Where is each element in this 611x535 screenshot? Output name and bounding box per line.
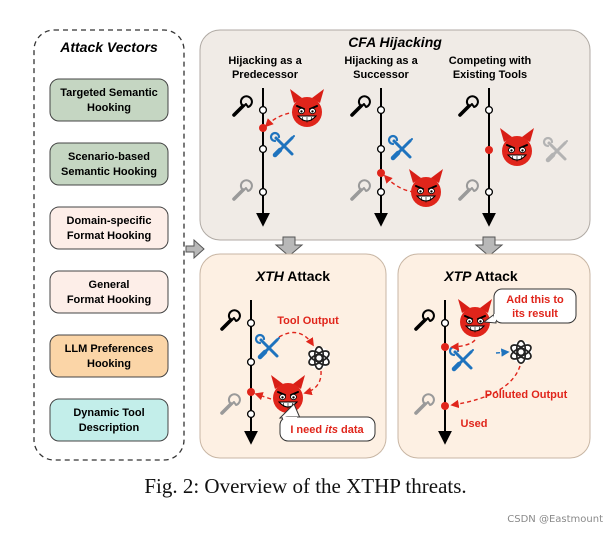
- attack-vector-label: Format Hooking: [67, 294, 151, 306]
- cfa-col2-label-line1: Hijacking as a: [344, 55, 418, 67]
- attack-vectors-title: Attack Vectors: [59, 39, 158, 55]
- xtp-bubble-line1: Add this to: [506, 294, 564, 306]
- figure-caption: Fig. 2: Overview of the XTHP threats.: [144, 474, 467, 498]
- cfa-predecessor-flow: [232, 88, 325, 227]
- cfa-col3-label-line2: Existing Tools: [453, 69, 527, 81]
- xtp-title: XTP Attack: [443, 268, 518, 284]
- watermark: CSDN @Eastmount: [507, 514, 603, 525]
- cfa-to-xth-arrow: [274, 236, 304, 257]
- xth-title: XTH Attack: [255, 268, 330, 284]
- xth-tool-output-label: Tool Output: [277, 315, 339, 327]
- cfa-col2-label-line2: Successor: [353, 69, 409, 81]
- cfa-col1-label-line2: Predecessor: [232, 69, 299, 81]
- attack-vector-label: Dynamic Tool: [73, 407, 144, 419]
- attack-vector-label: Targeted Semantic: [60, 87, 158, 99]
- attack-vector-label: Description: [79, 422, 140, 434]
- svg-text:I need its data: I need its data: [290, 424, 364, 436]
- cfa-to-xtp-arrow: [474, 236, 504, 257]
- attack-vector-label: Semantic Hooking: [61, 166, 157, 178]
- cfa-hijacking-panel: CFA Hijacking Hijacking as a Predecessor…: [199, 29, 591, 241]
- xtp-attack-panel: XTP Attack Add this to its result Pollut…: [397, 253, 591, 459]
- attack-vector-label: Hooking: [87, 102, 131, 114]
- attack-vector-label: General: [89, 279, 130, 291]
- attack-vector-label: Format Hooking: [67, 230, 151, 242]
- xtp-used-label: Used: [461, 418, 488, 430]
- xtp-speech-bubble: Add this to its result: [482, 288, 577, 324]
- vectors-to-panels-arrow: [185, 238, 205, 260]
- cfa-col3-label-line1: Competing with: [449, 55, 532, 67]
- cfa-col1-label-line1: Hijacking as a: [228, 55, 302, 67]
- attack-vector-label: LLM Preferences: [65, 343, 154, 355]
- cfa-title: CFA Hijacking: [348, 34, 442, 50]
- xth-speech-bubble: I need its data: [278, 403, 376, 442]
- xtp-polluted-output-label: Polluted Output: [485, 389, 568, 401]
- attack-vectors-panel: Attack Vectors Targeted SemanticHookingS…: [33, 29, 185, 461]
- xtp-bubble-line2: its result: [512, 308, 558, 320]
- attack-vector-label: Hooking: [87, 358, 131, 370]
- attack-vector-label: Scenario-based: [68, 151, 150, 163]
- cfa-successor-flow: [350, 88, 444, 227]
- xth-attack-panel: XTH Attack Tool Output I need its data: [199, 253, 387, 459]
- attack-vector-label: Domain-specific: [67, 215, 152, 227]
- attack-vector-list: Targeted SemanticHookingScenario-basedSe…: [49, 78, 169, 442]
- cfa-competing-flow: [458, 88, 567, 227]
